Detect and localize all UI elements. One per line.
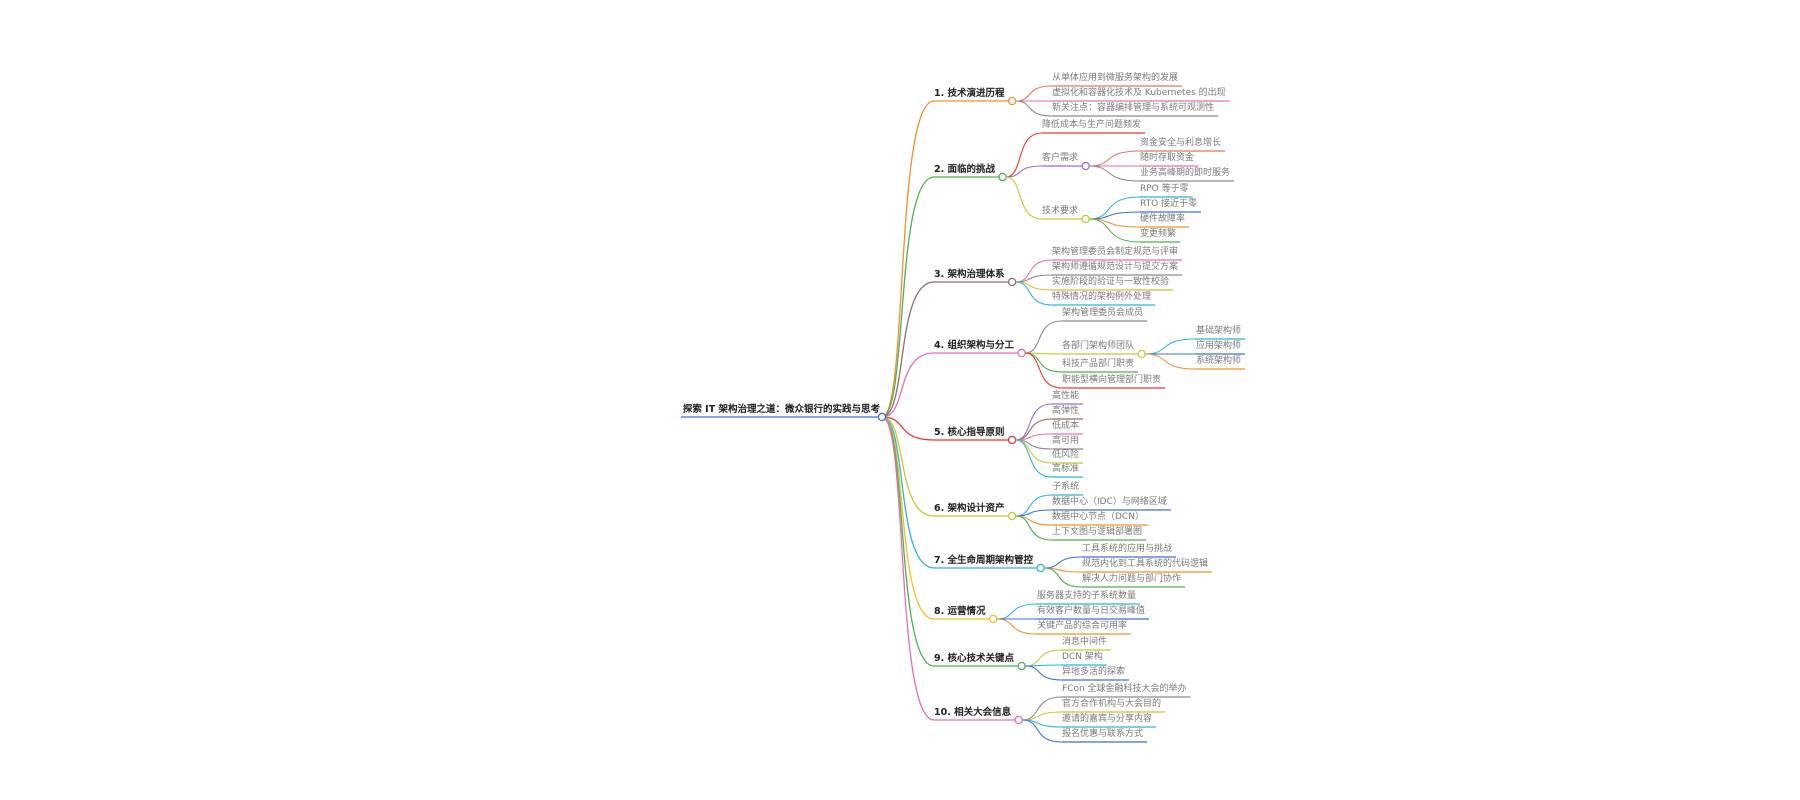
subtopic-connector bbox=[1025, 665, 1063, 681]
subtopic: 服务器支持的子系统数量 bbox=[1037, 591, 1137, 601]
main-topic: 5. 核心指导原则 bbox=[934, 427, 1005, 438]
subtopic: 有效客户数量与日交易峰值 bbox=[1037, 606, 1146, 616]
subtopic: 规范内化到工具系统的代码逻辑 bbox=[1082, 559, 1209, 569]
subtopic: 低风险 bbox=[1052, 450, 1080, 460]
main-topic: 3. 架构治理体系 bbox=[934, 269, 1005, 280]
subtopic: 低成本 bbox=[1052, 421, 1080, 431]
subtopic: 数据中心节点（DCN） bbox=[1052, 512, 1144, 522]
leaf-topic: 资金安全与利息增长 bbox=[1140, 138, 1222, 148]
subtopic: 从单体应用到微服务架构的发展 bbox=[1052, 73, 1179, 83]
branch-connector bbox=[881, 416, 935, 441]
subtopic: 降低成本与生产问题频发 bbox=[1042, 120, 1142, 130]
subtopic: 高弹性 bbox=[1052, 406, 1080, 416]
subtopic: DCN 架构 bbox=[1062, 652, 1103, 662]
branch-connector bbox=[881, 416, 935, 721]
subtopic-connector bbox=[1015, 100, 1053, 117]
leaf-connector bbox=[1145, 353, 1197, 370]
leaf-topic: 变更频繁 bbox=[1140, 229, 1177, 239]
main-topic: 4. 组织架构与分工 bbox=[934, 340, 1015, 351]
subtopic: 消息中间件 bbox=[1062, 637, 1108, 647]
subtopic: FCon 全球金融科技大会的举办 bbox=[1062, 684, 1187, 694]
subtopic-connector bbox=[1005, 132, 1043, 178]
branch-connector bbox=[881, 281, 935, 418]
subtopic: 解决人力问题与部门协作 bbox=[1082, 574, 1182, 584]
leaf-topic: 基础架构师 bbox=[1196, 326, 1242, 336]
main-topic: 10. 相关大会信息 bbox=[934, 707, 1012, 718]
branch-connector bbox=[881, 352, 935, 418]
leaf-topic: 应用架构师 bbox=[1196, 341, 1242, 351]
subtopic: 架构管理委员会制定规范与评审 bbox=[1052, 247, 1179, 257]
subtopic: 数据中心（IDC）与网络区域 bbox=[1052, 497, 1167, 507]
branch-connector bbox=[881, 100, 935, 418]
leaf-topic: 系统架构师 bbox=[1196, 356, 1242, 366]
root-collapse-toggle[interactable] bbox=[877, 412, 887, 422]
subtopic: 科技产品部门职责 bbox=[1062, 359, 1135, 369]
leaf-connector bbox=[1089, 218, 1141, 243]
subtopic: 高标准 bbox=[1052, 464, 1080, 474]
subtopic: 职能型横向管理部门职责 bbox=[1062, 375, 1162, 385]
main-topic: 1. 技术演进历程 bbox=[934, 88, 1005, 99]
subtopic: 高性能 bbox=[1052, 391, 1080, 401]
subtopic: 架构管理委员会成员 bbox=[1062, 308, 1144, 318]
leaf-connector bbox=[1089, 165, 1141, 182]
leaf-topic: 业务高峰期的即时服务 bbox=[1140, 168, 1231, 178]
main-topic: 2. 面临的挑战 bbox=[934, 164, 996, 175]
main-topic: 9. 核心技术关键点 bbox=[934, 653, 1015, 664]
subtopic: 邀请的嘉宾与分享内容 bbox=[1062, 714, 1153, 724]
subtopic-connector bbox=[1015, 439, 1053, 478]
subtopic: 异地多活的探索 bbox=[1062, 667, 1126, 677]
subtopic-connector bbox=[1015, 515, 1053, 541]
subtopic: 客户需求 bbox=[1042, 153, 1079, 163]
main-topic: 6. 架构设计资产 bbox=[934, 503, 1005, 514]
main-topic: 7. 全生命周期架构管控 bbox=[934, 555, 1034, 566]
subtopic: 上下文图与逻辑部署图 bbox=[1052, 527, 1143, 537]
subtopic: 新关注点：容器编排管理与系统可观测性 bbox=[1052, 103, 1215, 113]
branch-connector bbox=[881, 416, 935, 620]
subtopic: 子系统 bbox=[1052, 482, 1080, 492]
subtopic: 虚拟化和容器化技术及 Kubernetes 的出现 bbox=[1052, 88, 1226, 98]
subtopic: 关键产品的综合可用率 bbox=[1037, 621, 1128, 631]
subtopic-connector bbox=[1005, 176, 1043, 220]
subtopic: 工具系统的应用与挑战 bbox=[1082, 544, 1173, 554]
subtopic: 报名优惠与联系方式 bbox=[1062, 729, 1144, 739]
subtopic: 高可用 bbox=[1052, 436, 1080, 446]
leaf-topic: RPO 等于零 bbox=[1140, 184, 1189, 194]
subtopic: 官方合作机构与大会目的 bbox=[1062, 699, 1162, 709]
subtopic: 架构师遵循规范设计与提交方案 bbox=[1052, 262, 1179, 272]
branch-connector bbox=[881, 416, 935, 517]
subtopic-connector bbox=[996, 618, 1038, 635]
main-topic: 8. 运营情况 bbox=[934, 606, 986, 617]
subtopic-connector bbox=[1022, 719, 1063, 743]
leaf-topic: RTO 接近于零 bbox=[1140, 199, 1198, 209]
subtopic: 实施阶段的验证与一致性校验 bbox=[1052, 277, 1170, 287]
leaf-topic: 随时存取资金 bbox=[1140, 153, 1195, 163]
subtopic-connector bbox=[1006, 165, 1043, 178]
subtopic-connector bbox=[1044, 567, 1083, 588]
subtopic-connector bbox=[1024, 352, 1063, 389]
leaf-topic: 硬件故障率 bbox=[1140, 214, 1186, 224]
root-node: 探索 IT 架构治理之道：微众银行的实践与思考 bbox=[682, 404, 880, 415]
subtopic-connector bbox=[1024, 320, 1063, 354]
subtopic-connector bbox=[1015, 281, 1053, 306]
subtopic: 各部门架构师团队 bbox=[1062, 341, 1135, 351]
branch-connector bbox=[881, 416, 935, 569]
branch-connector bbox=[881, 176, 935, 418]
subtopic: 技术要求 bbox=[1042, 206, 1079, 216]
subtopic: 特殊情况的架构例外处理 bbox=[1052, 292, 1152, 302]
